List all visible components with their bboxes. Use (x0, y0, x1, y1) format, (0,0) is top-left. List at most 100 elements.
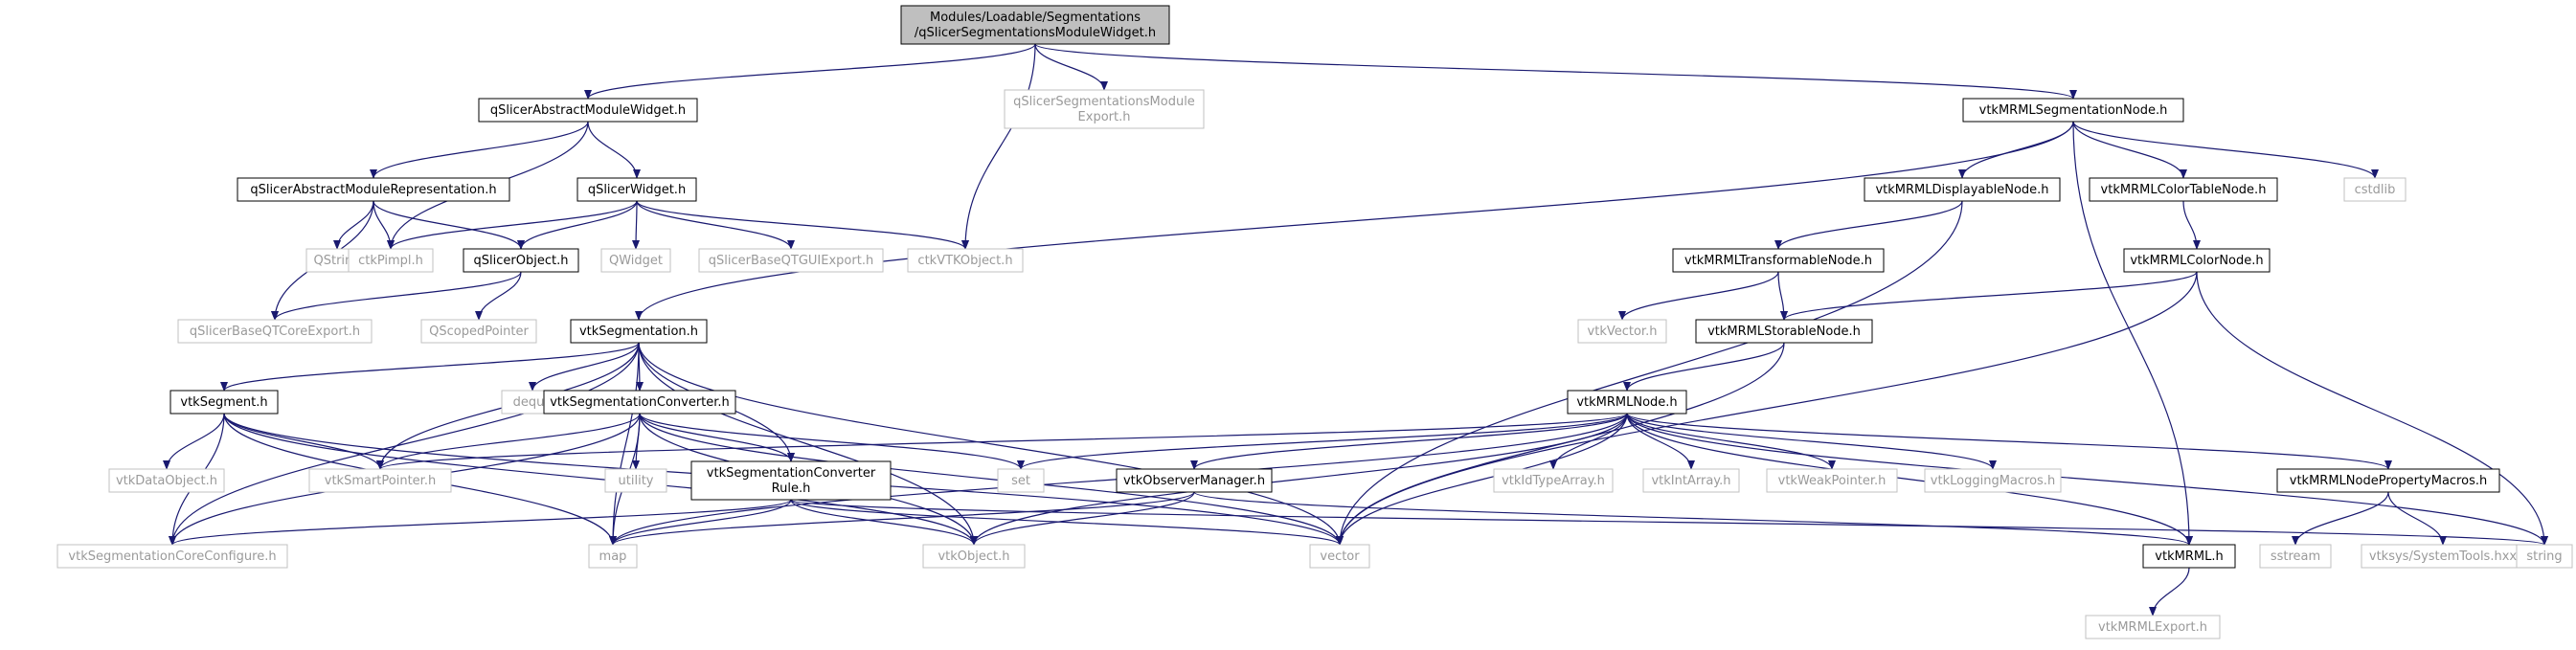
node-vmstn[interactable]: vtkMRMLStorableNode.h (1695, 319, 1873, 344)
node-qsp: QScopedPointer (420, 319, 537, 344)
node-qsamw[interactable]: qSlicerAbstractModuleWidget.h (478, 98, 698, 123)
edge-qsw-to-ctkpimpl (387, 200, 638, 250)
edge-vmn-to-string (1626, 413, 2548, 546)
node-box-vseg (570, 319, 708, 344)
node-label-vsp: vtkSmartPointer.h (325, 474, 436, 488)
node-box-vmn (1567, 390, 1687, 415)
edge-vmstn-to-vmn (1623, 342, 1785, 392)
node-label-vector: vector (1320, 549, 1360, 564)
node-box-vsst (2361, 544, 2525, 569)
edge-vseg-to-deque (529, 342, 640, 392)
node-box-sstream (2259, 544, 2332, 569)
edge-vscr-to-vscc (169, 499, 792, 546)
node-vom[interactable]: vtkObserverManager.h (1116, 468, 1273, 493)
node-vmnpm[interactable]: vtkMRMLNodePropertyMacros.h (2276, 468, 2500, 493)
node-box-vtkvector (1577, 319, 1667, 344)
edge-qsw-to-qwidget (632, 200, 641, 250)
node-label-vwp: vtkWeakPointer.h (1778, 474, 1887, 488)
node-label-vmstn: vtkMRMLStorableNode.h (1707, 325, 1861, 339)
node-vsc[interactable]: vtkSegmentationConverter.h (543, 390, 736, 415)
edge-vseg-to-vsegment (220, 342, 640, 392)
node-root[interactable]: Modules/Loadable/Segmentations/qSlicerSe… (900, 5, 1170, 45)
node-box-string (2516, 544, 2573, 569)
edge-vsc-to-set (639, 413, 1025, 470)
node-qsw[interactable]: qSlicerWidget.h (576, 177, 697, 202)
node-box-vita (1493, 468, 1614, 493)
node-vmctn[interactable]: vtkMRMLColorTableNode.h (2089, 177, 2278, 202)
edge-vscr-to-string (790, 499, 2548, 546)
edge-vmn-to-vector (1336, 413, 1628, 546)
node-qso[interactable]: qSlicerObject.h (463, 248, 579, 273)
edge-vseg-to-vector (638, 342, 1344, 546)
node-label-vmnpm: vtkMRMLNodePropertyMacros.h (2290, 474, 2487, 488)
node-box-vom (1116, 468, 1273, 493)
node-label-vscc: vtkSegmentationCoreConfigure.h (68, 549, 276, 564)
edge-qsw-to-ctkvtko (636, 200, 969, 250)
node-vmsn[interactable]: vtkMRMLSegmentationNode.h (1962, 98, 2184, 123)
edge-vmnpm-to-sstream (2292, 491, 2389, 546)
node-vmn[interactable]: vtkMRMLNode.h (1567, 390, 1687, 415)
node-box-qsamw (478, 98, 698, 123)
edge-vmcn-to-vmstn (1780, 271, 2198, 321)
node-label-qwidget: QWidget (609, 254, 663, 268)
node-vmtn[interactable]: vtkMRMLTransformableNode.h (1672, 248, 1885, 273)
node-box-cstdlib (2343, 177, 2407, 202)
node-label-qsw: qSlicerWidget.h (588, 183, 686, 197)
edge-qso-to-qsp (475, 271, 522, 321)
node-label-vmrmlexp: vtkMRMLExport.h (2098, 620, 2207, 635)
node-box-vsp (308, 468, 452, 493)
node-label-vita: vtkIdTypeArray.h (1502, 474, 1605, 488)
node-vmdn[interactable]: vtkMRMLDisplayableNode.h (1864, 177, 2061, 202)
node-box-vmtn (1672, 248, 1885, 273)
node-box-qsw (576, 177, 697, 202)
edge-vscr-to-vector (790, 499, 1344, 546)
node-vmrml[interactable]: vtkMRML.h (2142, 544, 2236, 569)
edge-vmtn-to-vtkvector (1618, 271, 1779, 321)
edge-vmn-to-vtko (970, 413, 1628, 546)
node-box-vdo (108, 468, 225, 493)
edge-vmn-to-vita (1549, 413, 1628, 470)
node-vseg[interactable]: vtkSegmentation.h (570, 319, 708, 344)
node-vita: vtkIdTypeArray.h (1493, 468, 1614, 493)
edge-vmn-to-vmrml (1626, 413, 2193, 546)
edge-vmsn-to-vmctn (2072, 121, 2187, 179)
node-box-vlm (1924, 468, 2062, 493)
node-box-qwidget (600, 248, 671, 273)
node-label-set: set (1011, 474, 1030, 488)
node-vtko: vtkObject.h (922, 544, 1026, 569)
node-label-string: string (2526, 549, 2562, 564)
node-label-vom: vtkObserverManager.h (1123, 474, 1265, 488)
node-box-qsbqce (177, 319, 373, 344)
edge-vmn-to-set (1017, 413, 1628, 470)
node-label-vscr-line-0: vtkSegmentationConverter (707, 466, 876, 481)
node-label-qsamr: qSlicerAbstractModuleRepresentation.h (250, 183, 496, 197)
node-label-vmn: vtkMRMLNode.h (1576, 395, 1677, 410)
node-label-ctkvtko: ctkVTKObject.h (917, 254, 1012, 268)
node-box-set (997, 468, 1045, 493)
node-box-vmstn (1695, 319, 1873, 344)
edge-vmcn-to-vector (1336, 271, 2198, 546)
node-ctkvtko: ctkVTKObject.h (907, 248, 1024, 273)
node-vsegment[interactable]: vtkSegment.h (169, 390, 279, 415)
node-label-vdo: vtkDataObject.h (116, 474, 217, 488)
edge-root-to-qsamw (584, 43, 1036, 100)
edge-qsamw-to-qsamr (370, 121, 589, 179)
node-cstdlib: cstdlib (2343, 177, 2407, 202)
node-vmcn[interactable]: vtkMRMLColorNode.h (2123, 248, 2271, 273)
node-label-qsbqce: qSlicerBaseQTCoreExport.h (190, 325, 360, 339)
node-box-qso (463, 248, 579, 273)
edge-vmsn-to-vmrml (2072, 121, 2193, 546)
node-utility: utility (604, 468, 667, 493)
node-via: vtkIntArray.h (1642, 468, 1740, 493)
edge-vscr-to-vtko (790, 499, 978, 546)
edge-vom-to-vtko (970, 491, 1195, 546)
edge-qsamr-to-qso (373, 200, 525, 250)
node-qsamr[interactable]: qSlicerAbstractModuleRepresentation.h (237, 177, 510, 202)
node-box-vmrml (2142, 544, 2236, 569)
node-qsbqce: qSlicerBaseQTCoreExport.h (177, 319, 373, 344)
node-box-utility (604, 468, 667, 493)
node-label-vtkvector: vtkVector.h (1588, 325, 1658, 339)
edge-vmctn-to-vmcn (2182, 200, 2201, 250)
